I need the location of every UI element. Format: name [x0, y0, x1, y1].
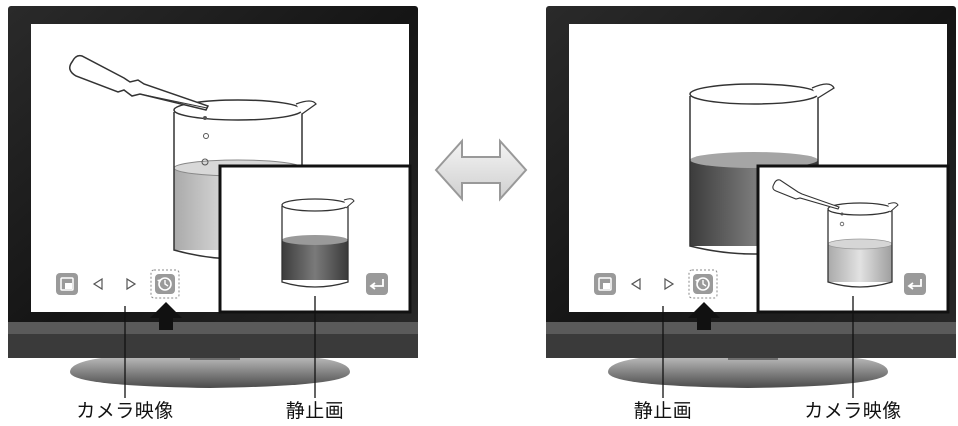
left-monitor: カメラ映像 静止画: [0, 0, 420, 426]
caption-still: 静止画: [286, 396, 345, 423]
caption-camera: カメラ映像: [76, 396, 174, 423]
pip-icon[interactable]: [594, 273, 616, 295]
return-icon[interactable]: [904, 273, 926, 295]
caption-still: 静止画: [634, 396, 693, 423]
pip-icon[interactable]: [56, 273, 78, 295]
return-icon[interactable]: [366, 273, 388, 295]
right-monitor: 静止画 カメラ映像: [538, 0, 958, 426]
caption-camera: カメラ映像: [804, 396, 902, 423]
double-arrow-icon: [432, 135, 530, 205]
